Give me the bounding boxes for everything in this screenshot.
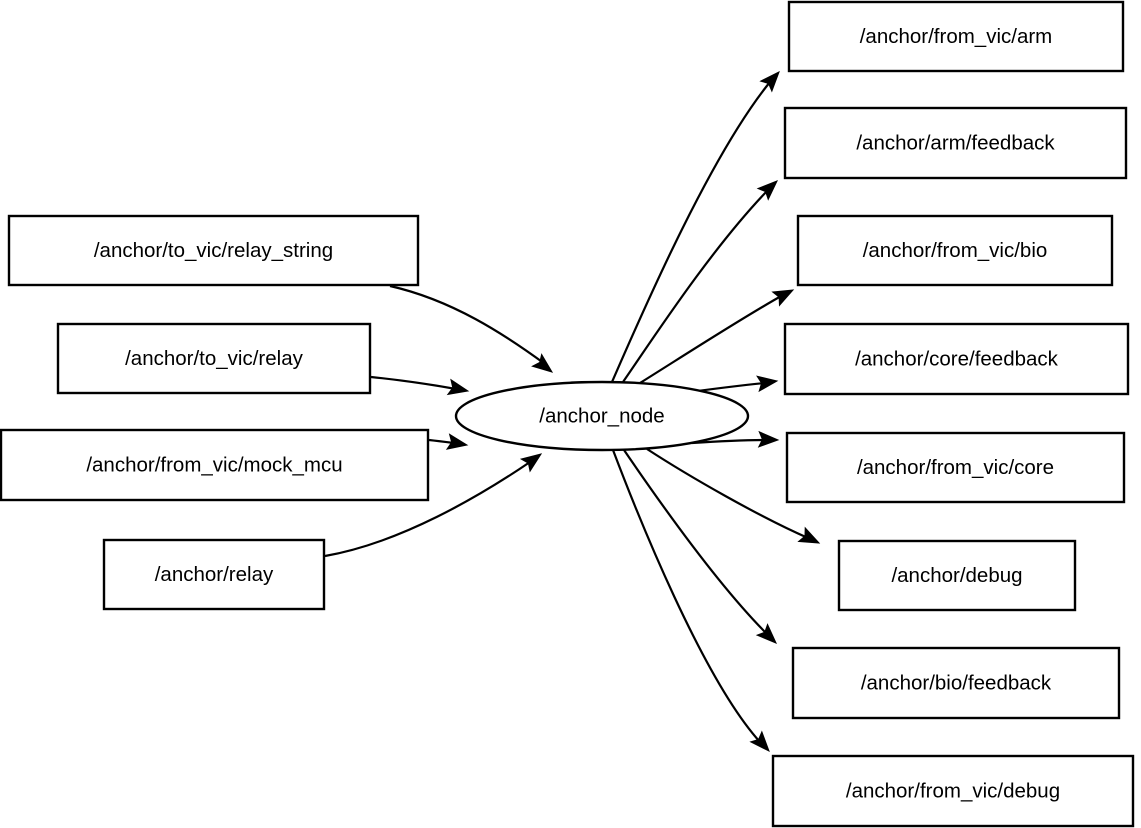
node-box	[783, 322, 1130, 396]
node-label: /anchor/relay	[155, 563, 274, 586]
edges-layer	[324, 67, 822, 756]
arrow-head-icon	[757, 430, 780, 448]
edge-line	[622, 189, 769, 383]
topic-node-anchor-bio-feedback[interactable]: /anchor/bio/feedback	[791, 646, 1121, 720]
topic-node-anchor-to-vic-relay[interactable]: /anchor/to_vic/relay	[56, 322, 372, 395]
node-box	[787, 0, 1125, 73]
edge-anchor-node-to-anchor-from-vic-debug[interactable]	[611, 449, 775, 756]
edge-anchor-node-to-anchor-core-feedback[interactable]	[689, 374, 779, 394]
node-box	[783, 106, 1128, 180]
node-label: /anchor/from_vic/mock_mcu	[86, 453, 342, 476]
topic-node-anchor-from-vic-core[interactable]: /anchor/from_vic/core	[785, 431, 1126, 504]
topic-node-anchor-core-feedback[interactable]: /anchor/core/feedback	[783, 322, 1130, 396]
arrow-head-icon	[531, 353, 554, 373]
edge-anchor-from-vic-mock-mcu-to-anchor-node[interactable]	[428, 433, 469, 452]
topic-node-anchor-to-vic-relay-string[interactable]: /anchor/to_vic/relay_string	[7, 214, 420, 287]
topic-node-anchor-debug[interactable]: /anchor/debug	[837, 539, 1077, 612]
arrow-head-icon	[446, 378, 470, 396]
node-box	[771, 754, 1135, 828]
arrow-head-icon	[759, 70, 780, 93]
topic-node-anchor-relay[interactable]: /anchor/relay	[102, 538, 326, 611]
edge-line	[428, 438, 455, 445]
edge-anchor-to-vic-relay-string-to-anchor-node[interactable]	[389, 284, 557, 378]
topic-node-anchor-from-vic-arm[interactable]: /anchor/from_vic/arm	[787, 0, 1125, 73]
node-label: /anchor_node	[539, 404, 664, 427]
node-box	[7, 214, 420, 287]
edge-line	[611, 449, 761, 743]
edge-line	[370, 375, 457, 391]
edge-anchor-node-to-anchor-debug[interactable]	[646, 448, 822, 550]
topic-node-anchor-from-vic-bio[interactable]: /anchor/from_vic/bio	[796, 214, 1114, 287]
edge-anchor-node-to-anchor-from-vic-bio[interactable]	[639, 283, 796, 384]
arrow-head-icon	[445, 433, 469, 450]
edge-line	[623, 449, 768, 635]
edge-anchor-node-to-anchor-from-vic-arm[interactable]	[610, 67, 785, 383]
edge-anchor-relay-to-anchor-node[interactable]	[324, 448, 545, 558]
node-ellipse	[454, 380, 750, 452]
edge-line	[646, 448, 809, 540]
edge-line	[610, 81, 771, 383]
edge-anchor-node-to-anchor-arm-feedback[interactable]	[622, 176, 782, 383]
node-label: /anchor/from_vic/arm	[860, 25, 1053, 48]
node-label: /anchor/core/feedback	[855, 347, 1059, 370]
node-box	[796, 214, 1114, 287]
edge-line	[639, 294, 784, 384]
node-label: /anchor/to_vic/relay	[125, 347, 304, 370]
node-box	[791, 646, 1121, 720]
arrow-head-icon	[755, 623, 777, 644]
node-label: /anchor/from_vic/core	[857, 456, 1054, 479]
node-label: /anchor/from_vic/debug	[846, 779, 1060, 802]
topic-node-anchor-from-vic-debug[interactable]: /anchor/from_vic/debug	[771, 754, 1135, 828]
arrow-head-icon	[756, 180, 778, 201]
arrow-head-icon	[749, 730, 770, 753]
arrow-head-icon	[797, 526, 821, 544]
edge-line	[691, 438, 767, 445]
edge-line	[324, 461, 531, 558]
topic-node-anchor-from-vic-mock-mcu[interactable]: /anchor/from_vic/mock_mcu	[0, 428, 430, 502]
edge-anchor-to-vic-relay-to-anchor-node[interactable]	[370, 375, 470, 398]
node-box	[56, 322, 372, 395]
arrow-head-icon	[519, 453, 543, 473]
node-label: /anchor/debug	[891, 564, 1022, 587]
node-box	[837, 539, 1077, 612]
node-box	[785, 431, 1126, 504]
arrow-head-icon	[771, 289, 795, 307]
node-box	[0, 428, 430, 502]
node-label: /anchor/from_vic/bio	[863, 239, 1048, 262]
arrow-head-icon	[756, 375, 779, 393]
edge-anchor-node-to-anchor-bio-feedback[interactable]	[623, 449, 781, 648]
center-node-anchor-node[interactable]: /anchor_node	[454, 380, 750, 452]
node-label: /anchor/arm/feedback	[856, 131, 1055, 154]
node-label: /anchor/to_vic/relay_string	[94, 239, 333, 262]
node-label: /anchor/bio/feedback	[861, 671, 1052, 694]
node-box	[102, 538, 326, 611]
topic-node-anchor-arm-feedback[interactable]: /anchor/arm/feedback	[783, 106, 1128, 180]
edge-anchor-node-to-anchor-from-vic-core[interactable]	[691, 430, 780, 448]
edge-line	[389, 284, 546, 365]
